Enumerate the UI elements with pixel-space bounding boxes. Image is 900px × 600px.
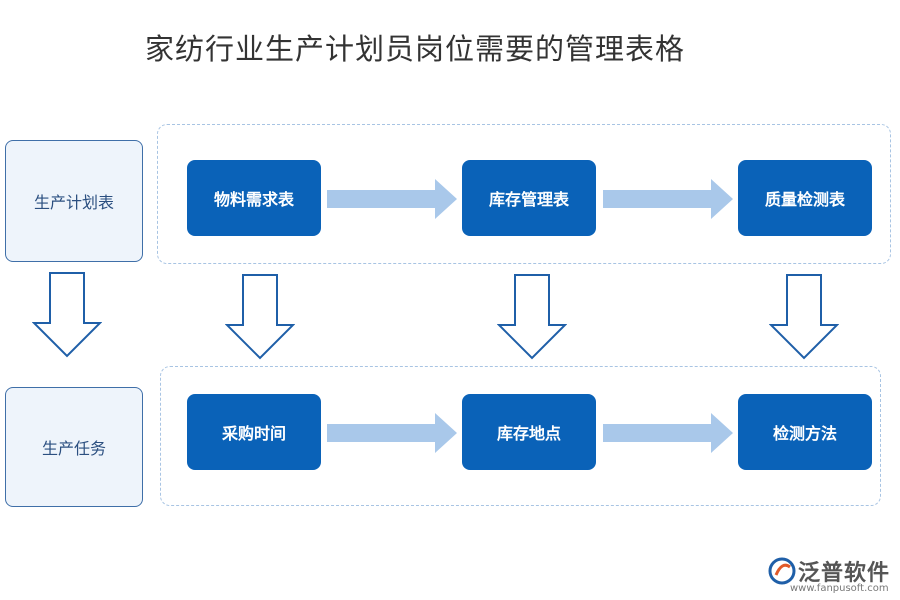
- arrow-down-icon: [497, 274, 567, 360]
- page-title: 家纺行业生产计划员岗位需要的管理表格: [145, 32, 686, 66]
- logo-name: 泛普软件: [798, 561, 891, 586]
- arrow-right-icon: [603, 179, 733, 219]
- node-inventory-location-label: 库存地点: [496, 424, 561, 443]
- logo-url: www.fanpusoft.com: [790, 583, 889, 594]
- arrow-down-icon: [225, 274, 295, 360]
- arrow-right-icon: [327, 413, 457, 453]
- side-box-production-task-label: 生产任务: [41, 439, 106, 458]
- node-quality-inspection: 质量检测表: [738, 160, 872, 236]
- arrow-right-icon: [603, 413, 733, 453]
- side-box-production-task: 生产任务: [5, 387, 143, 507]
- node-material-demand-label: 物料需求表: [213, 190, 294, 209]
- logo-icon: [768, 557, 796, 585]
- side-box-production-plan: 生产计划表: [5, 140, 143, 262]
- side-box-production-plan-label: 生产计划表: [33, 193, 114, 212]
- node-inspection-method: 检测方法: [738, 394, 872, 470]
- node-inventory-management: 库存管理表: [462, 160, 596, 236]
- group-row-2: [160, 366, 881, 506]
- node-inventory-management-label: 库存管理表: [488, 190, 569, 209]
- node-inventory-location: 库存地点: [462, 394, 596, 470]
- group-row-1: [157, 124, 891, 264]
- node-purchase-time-label: 采购时间: [221, 424, 286, 443]
- arrow-right-icon: [327, 179, 457, 219]
- arrow-down-icon: [32, 272, 102, 358]
- brand-logo: 泛普软件 www.fanpusoft.com: [768, 553, 896, 597]
- node-inspection-method-label: 检测方法: [772, 424, 837, 443]
- node-purchase-time: 采购时间: [187, 394, 321, 470]
- node-quality-inspection-label: 质量检测表: [764, 190, 845, 209]
- arrow-down-icon: [769, 274, 839, 360]
- node-material-demand: 物料需求表: [187, 160, 321, 236]
